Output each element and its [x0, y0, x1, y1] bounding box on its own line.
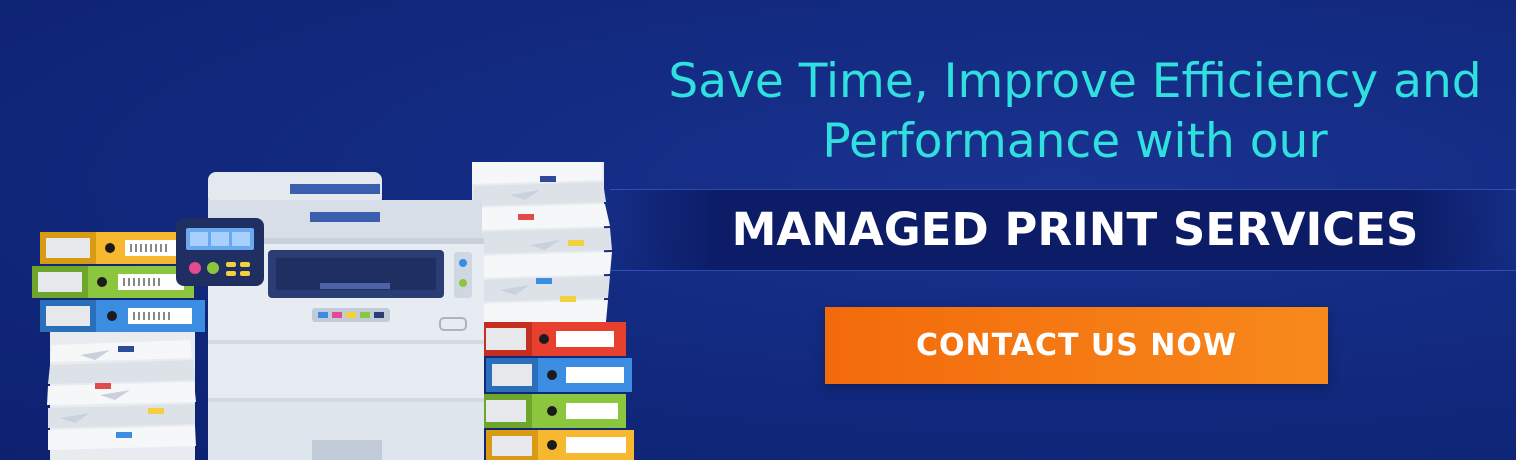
headline-line-1: Save Time, Improve Efficiency and [668, 54, 1482, 109]
contact-us-button[interactable]: CONTACT US NOW [825, 307, 1328, 384]
headline: Save Time, Improve Efficiency and Perfor… [640, 52, 1510, 172]
right-paper-stack-icon [472, 162, 612, 327]
service-title: MANAGED PRINT SERVICES [731, 203, 1419, 256]
left-paper-stack-icon [47, 330, 196, 460]
right-binders-icon [480, 322, 634, 460]
printer-icon [176, 172, 484, 460]
service-title-band [610, 189, 1516, 271]
headline-line-2: Performance with our [822, 114, 1328, 169]
left-binders-icon [32, 232, 205, 332]
printer-illustration [32, 162, 634, 460]
